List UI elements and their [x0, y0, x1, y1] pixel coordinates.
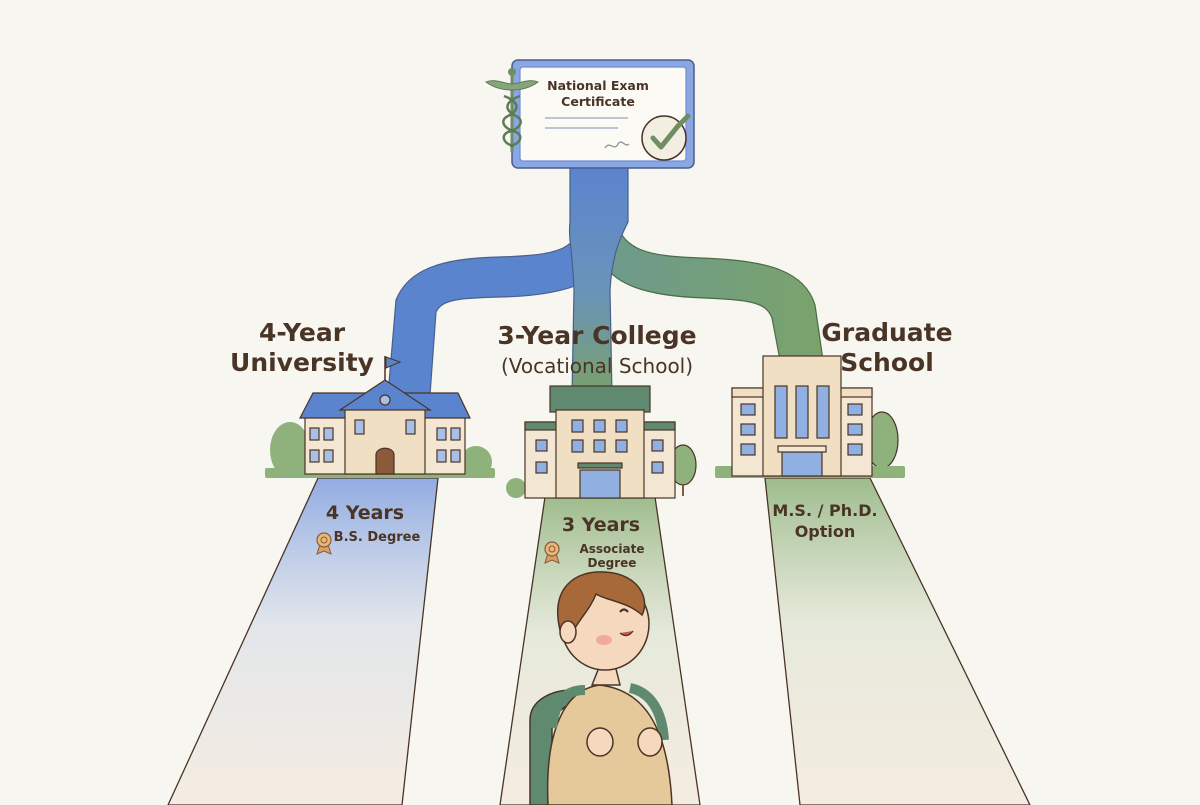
certificate-title-line1: National Exam [547, 78, 649, 93]
graduate-title: Graduate School [812, 318, 962, 378]
student-figure [529, 571, 673, 805]
college-degree: Associate Degree [579, 542, 645, 570]
college-title: 3-Year College (Vocational School) [466, 322, 728, 380]
university-title: 4-Year University [212, 318, 392, 378]
college-building [506, 385, 697, 499]
graduate-title-line2: School [840, 348, 934, 377]
college-road-label: 3 Years Associate Degree [536, 514, 666, 570]
university-degree: B.S. Degree [333, 530, 421, 545]
graduate-degree: Option [794, 522, 856, 541]
certificate-title-line2: Certificate [561, 94, 635, 109]
college-title-line2: (Vocational School) [500, 354, 694, 378]
college-title-line1: 3-Year College [497, 321, 697, 350]
university-duration: 4 Years [325, 502, 405, 524]
college-duration: 3 Years [561, 514, 641, 536]
university-title-line1: 4-Year [258, 318, 346, 347]
flag-icon [385, 356, 402, 369]
medal-icon [316, 532, 332, 555]
university-road-label: 4 Years B.S. Degree [300, 502, 430, 545]
university-title-line2: University [230, 348, 374, 377]
graduate-duration: M.S. / Ph.D. [772, 501, 878, 520]
graduate-road-label: M.S. / Ph.D. Option [760, 500, 890, 542]
graduate-title-line1: Graduate [821, 318, 953, 347]
medal-icon [544, 541, 560, 564]
certificate-title: National Exam Certificate [528, 78, 668, 110]
graduate-building [715, 355, 905, 478]
university-building [265, 356, 495, 478]
caduceus-icon [484, 68, 540, 152]
check-badge-icon [641, 113, 691, 161]
